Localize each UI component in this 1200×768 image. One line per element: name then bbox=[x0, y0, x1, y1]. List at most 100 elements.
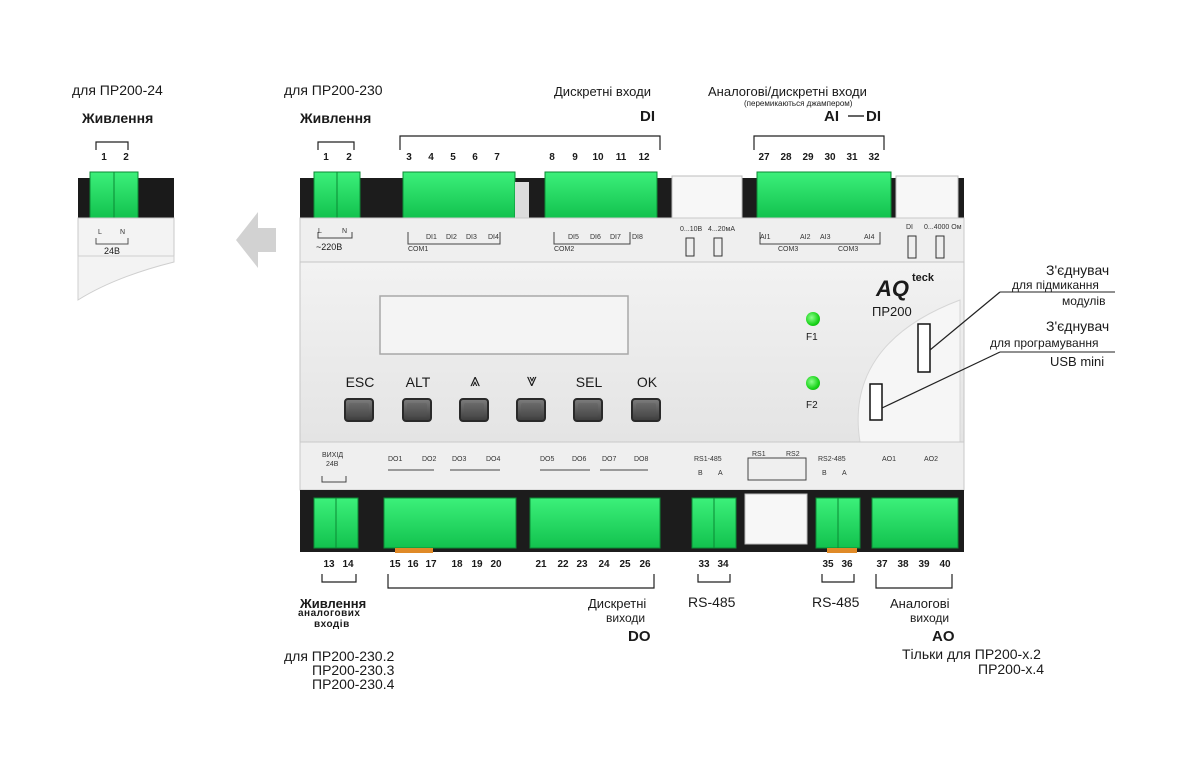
key-label: OK bbox=[636, 374, 658, 390]
left-pin: 2 bbox=[123, 152, 129, 163]
pin-number: 15 bbox=[389, 559, 401, 570]
pin-number: 21 bbox=[535, 559, 547, 570]
model-label: ПР200 bbox=[872, 304, 912, 319]
print-right: DI bbox=[906, 224, 913, 231]
pin-number: 25 bbox=[619, 559, 631, 570]
print-di: DI5 bbox=[568, 234, 579, 241]
print-rs-jumper: RS1 bbox=[752, 451, 766, 458]
ao-code: AO bbox=[932, 628, 955, 645]
pin-number: 17 bbox=[425, 559, 437, 570]
ao-caption2: виходи bbox=[910, 611, 950, 625]
pin-number: 7 bbox=[494, 152, 500, 163]
pin-number: 40 bbox=[939, 559, 951, 570]
brand-sup: teck bbox=[912, 272, 935, 284]
pin-number: 32 bbox=[868, 152, 880, 163]
print-rs1-a: A bbox=[718, 470, 723, 477]
key-label: SEL bbox=[575, 374, 603, 390]
pin-number: 2 bbox=[346, 152, 352, 163]
print-com2: COM2 bbox=[554, 246, 575, 253]
pin-number: 8 bbox=[549, 152, 555, 163]
print-ai: AI3 bbox=[820, 234, 831, 241]
print-ai: AI1 bbox=[760, 234, 771, 241]
pin-number: 1 bbox=[323, 152, 329, 163]
brand-logo: AQ bbox=[876, 276, 909, 301]
key-label: ⩓ bbox=[469, 370, 481, 390]
print-di: DI4 bbox=[488, 234, 499, 241]
pin-number: 26 bbox=[639, 559, 651, 570]
ao-only2: ПР200-х.4 bbox=[978, 661, 1045, 677]
pin-number: 20 bbox=[490, 559, 502, 570]
print-do: DO2 bbox=[422, 456, 437, 463]
print-ai: AI4 bbox=[864, 234, 875, 241]
print-di: DI1 bbox=[426, 234, 437, 241]
arrow-left-icon bbox=[236, 212, 276, 268]
print-rs1-b: B bbox=[698, 470, 703, 477]
pin-number: 13 bbox=[323, 559, 335, 570]
pwr-for: для ПР200-230.2 bbox=[284, 648, 395, 664]
print-com3: COM3 bbox=[838, 246, 859, 253]
print-voltage: ~220В bbox=[316, 242, 343, 252]
print-out: ВИХІД bbox=[322, 452, 344, 459]
pin-number: 23 bbox=[576, 559, 588, 570]
conn1-title: З'єднувач bbox=[1046, 262, 1110, 278]
pin-number: 5 bbox=[450, 152, 456, 163]
print-ai: AI2 bbox=[800, 234, 811, 241]
print-do: DO7 bbox=[602, 456, 617, 463]
print-di: DI6 bbox=[590, 234, 601, 241]
pin-number: 33 bbox=[698, 559, 710, 570]
pin-number: 14 bbox=[342, 559, 354, 570]
conn1-line2: модулів bbox=[1062, 294, 1106, 308]
print-do: DO5 bbox=[540, 456, 555, 463]
up-button[interactable] bbox=[459, 398, 489, 422]
print-ao: AO2 bbox=[924, 456, 939, 463]
key-label: ESC bbox=[345, 374, 375, 390]
led-label: F1 bbox=[806, 332, 818, 343]
pin-number: 38 bbox=[897, 559, 909, 570]
key-label: ⩔ bbox=[526, 370, 538, 390]
print-di: DI2 bbox=[446, 234, 457, 241]
print-rs2: RS2-485 bbox=[818, 456, 846, 463]
pin-number: 29 bbox=[802, 152, 814, 163]
main-device bbox=[299, 115, 1115, 589]
print-do: DO6 bbox=[572, 456, 587, 463]
led-f1-icon bbox=[806, 312, 820, 326]
esc-button[interactable] bbox=[344, 398, 374, 422]
sel-button[interactable] bbox=[573, 398, 603, 422]
print-do: DO4 bbox=[486, 456, 501, 463]
ai-code: AI bbox=[824, 108, 839, 125]
print-jumper: 0...10В bbox=[680, 226, 703, 233]
pin-number: 31 bbox=[846, 152, 858, 163]
down-button[interactable] bbox=[516, 398, 546, 422]
pin-number: 36 bbox=[841, 559, 853, 570]
alt-button[interactable] bbox=[402, 398, 432, 422]
print-di: DI7 bbox=[610, 234, 621, 241]
print-term: N bbox=[342, 228, 348, 235]
pin-number: 24 bbox=[598, 559, 610, 570]
pin-number: 39 bbox=[918, 559, 930, 570]
print-do: DO3 bbox=[452, 456, 467, 463]
pin-number: 3 bbox=[406, 152, 412, 163]
power-title: Живлення bbox=[300, 110, 372, 126]
di-code: DI bbox=[640, 108, 655, 125]
pwr-title: Живлення bbox=[300, 596, 367, 611]
ai-caption: Аналогові/дискретні входи bbox=[708, 84, 867, 99]
pwr-for2: ПР200-230.3 bbox=[312, 662, 395, 678]
pin-number: 18 bbox=[451, 559, 463, 570]
ao-only: Тільки для ПР200-х.2 bbox=[902, 646, 1041, 662]
pin-number: 27 bbox=[758, 152, 770, 163]
led-f2-icon bbox=[806, 376, 820, 390]
led-label: F2 bbox=[806, 400, 818, 411]
pin-number: 6 bbox=[472, 152, 478, 163]
pin-number: 12 bbox=[638, 152, 650, 163]
ok-button[interactable] bbox=[631, 398, 661, 422]
pin-number: 37 bbox=[876, 559, 888, 570]
print-ao: AO1 bbox=[882, 456, 897, 463]
pin-number: 34 bbox=[717, 559, 729, 570]
left-voltage: 24В bbox=[104, 246, 121, 256]
print-jumper: 4...20мА bbox=[708, 226, 735, 233]
ao-caption: Аналогові bbox=[890, 596, 950, 611]
print-di: DI3 bbox=[466, 234, 477, 241]
left-pin: 1 bbox=[101, 152, 107, 163]
ai-code-di: DI bbox=[866, 108, 881, 125]
